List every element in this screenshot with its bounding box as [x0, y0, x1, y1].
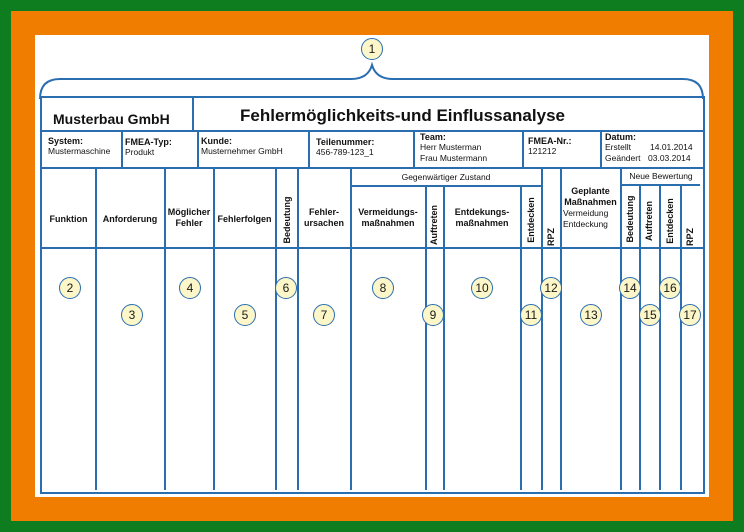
group-header-current: Gegenwärtiger Zustand — [401, 172, 491, 182]
marker-7: 7 — [313, 304, 335, 326]
fmea-typ-label: FMEA-Typ: — [125, 137, 172, 147]
teilenummer-label: Teilenummer: — [316, 137, 375, 147]
teilenummer-value: 456-789-123_1 — [316, 147, 374, 157]
marker-11: 11 — [520, 304, 542, 326]
marker-8: 8 — [372, 277, 394, 299]
col-bedeutung-new: Bedeutung — [625, 195, 635, 243]
marker-6: 6 — [275, 277, 297, 299]
col-entdecken-new: Entdecken — [665, 198, 675, 244]
marker-13: 13 — [580, 304, 602, 326]
marker-10: 10 — [471, 277, 493, 299]
col-vermeidung-1: Vermeidungs- — [358, 207, 418, 217]
col-geplante-3: Vermeidung — [563, 208, 609, 218]
fmea-form: Musterbau GmbH Fehlermöglichkeits-und Ei… — [35, 35, 709, 497]
erstellt-label: Erstellt — [605, 142, 631, 152]
fmea-nr-label: FMEA-Nr.: — [528, 136, 572, 146]
col-vermeidung-2: maßnahmen — [361, 218, 415, 228]
geaendert-label: Geändert — [605, 153, 641, 163]
col-geplante-1: Geplante — [571, 186, 610, 196]
col-rpz: RPZ — [546, 228, 556, 246]
system-value: Mustermaschine — [48, 146, 111, 156]
col-entdeckung-2: maßnahmen — [455, 218, 509, 228]
group-header-new: Neue Bewertung — [629, 171, 693, 181]
col-auftreten-new: Auftreten — [644, 201, 654, 241]
marker-2: 2 — [59, 277, 81, 299]
team-member: Frau Mustermann — [420, 153, 488, 163]
col-fehlerfolgen: Fehlerfolgen — [217, 214, 272, 224]
marker-16: 16 — [659, 277, 681, 299]
col-moeglicher-fehler-2: Fehler — [175, 218, 203, 228]
marker-1: 1 — [361, 38, 383, 60]
datum-label: Datum: — [605, 132, 636, 142]
col-entdeckung-1: Entdekungs- — [454, 207, 510, 217]
geaendert-date: 03.03.2014 — [648, 153, 691, 163]
fmea-typ-value: Produkt — [125, 147, 155, 157]
col-fehlerursachen-2: ursachen — [303, 218, 345, 228]
col-funktion: Funktion — [49, 214, 88, 224]
col-geplante-2: Maßnahmen — [564, 197, 617, 207]
team-label: Team: — [420, 132, 446, 142]
col-bedeutung: Bedeutung — [282, 196, 292, 244]
marker-4: 4 — [179, 277, 201, 299]
marker-17: 17 — [679, 304, 701, 326]
marker-15: 15 — [639, 304, 661, 326]
col-entdecken: Entdecken — [526, 197, 536, 243]
kunde-label: Kunde: — [201, 136, 232, 146]
erstellt-date: 14.01.2014 — [650, 142, 693, 152]
marker-9: 9 — [422, 304, 444, 326]
col-fehlerursachen-1: Fehler- — [308, 207, 339, 217]
col-rpz-new: RPZ — [685, 228, 695, 246]
marker-12: 12 — [540, 277, 562, 299]
system-label: System: — [48, 136, 84, 146]
form-border — [40, 96, 705, 494]
col-moeglicher-fehler-1: Möglicher — [167, 207, 211, 217]
marker-3: 3 — [121, 304, 143, 326]
fmea-nr-value: 121212 — [528, 146, 557, 156]
marker-14: 14 — [619, 277, 641, 299]
marker-5: 5 — [234, 304, 256, 326]
col-anforderung: Anforderung — [102, 214, 158, 224]
kunde-value: Musternehmer GmbH — [201, 146, 283, 156]
company-name: Musterbau GmbH — [53, 111, 170, 127]
col-geplante-4: Entdeckung — [563, 219, 608, 229]
page-title: Fehlermöglichkeits-und Einflussanalyse — [240, 106, 565, 125]
brace-bracket — [39, 61, 704, 100]
team-member: Herr Musterman — [420, 142, 482, 152]
col-auftreten: Auftreten — [429, 205, 439, 245]
